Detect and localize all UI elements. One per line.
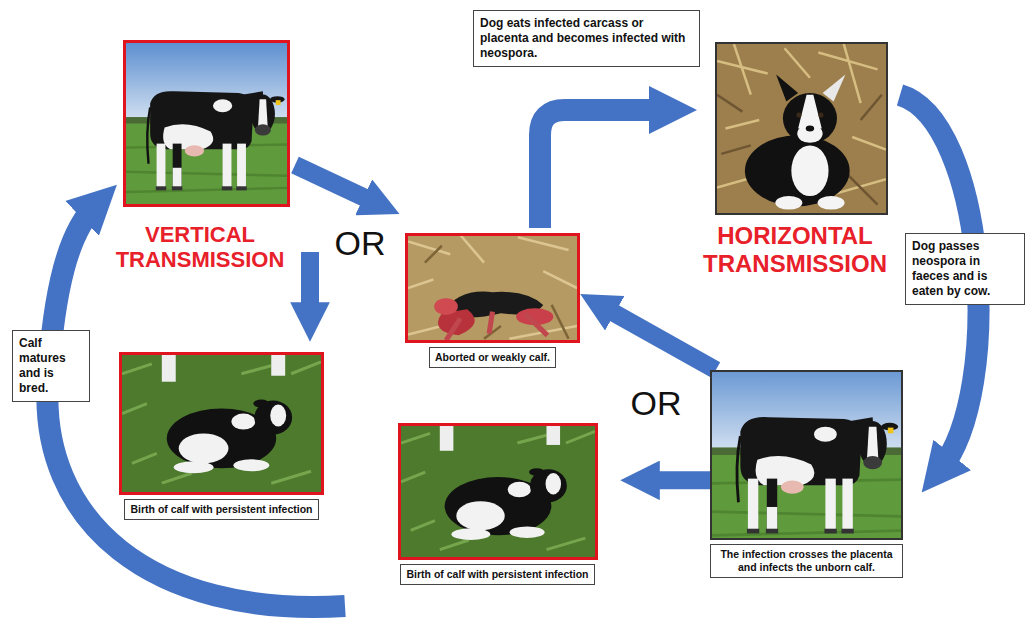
flow-arrow [295,165,378,204]
transmission-heading: HORIZONTAL TRANSMISSION [690,222,900,277]
cow-photo-frame [123,40,290,207]
dog-photo-frame [715,42,888,215]
photo-caption: Birth of calf with persistent infection [400,564,594,585]
photo-illustration [712,372,901,538]
photo-frame [398,423,598,560]
photo-frame [405,233,580,343]
photo-caption: The infection crosses the placenta and i… [710,544,903,578]
photo-card: The infection crosses the placenta and i… [710,370,903,578]
note-box: Dog eats infected carcass or placenta an… [473,10,700,67]
or-label: OR [618,384,694,423]
photo-caption: Aborted or weakly calf. [429,347,556,368]
photo-card: Birth of calf with persistent infection [100,352,343,520]
flow-arrow [601,306,716,370]
photo-frame [119,352,324,495]
flow-arrow [301,252,319,318]
note-text: Dog passes neospora in faeces and is eat… [912,239,1018,299]
photo-illustration [408,236,577,340]
cow-photo [126,43,287,204]
photo-caption: Birth of calf with persistent infection [124,499,318,520]
transmission-heading: VERTICAL TRANSMISSION [105,222,295,273]
note-box: Calf matures and is bred. [12,330,90,402]
note-text: Dog eats infected carcass or placenta an… [480,16,693,61]
note-text: Calf matures and is bred. [19,336,83,396]
dog-photo [717,44,886,213]
photo-card: Birth of calf with persistent infection [375,423,620,585]
photo-illustration [401,426,595,557]
photo-illustration [122,355,321,492]
flow-arrow [644,471,710,489]
flow-arrow [540,110,668,228]
cycle-arrow [47,205,345,607]
photo-card: Aborted or weakly calf. [405,233,580,368]
note-box: Dog passes neospora in faeces and is eat… [905,233,1025,305]
or-label: OR [322,224,398,263]
photo-frame [710,370,903,540]
